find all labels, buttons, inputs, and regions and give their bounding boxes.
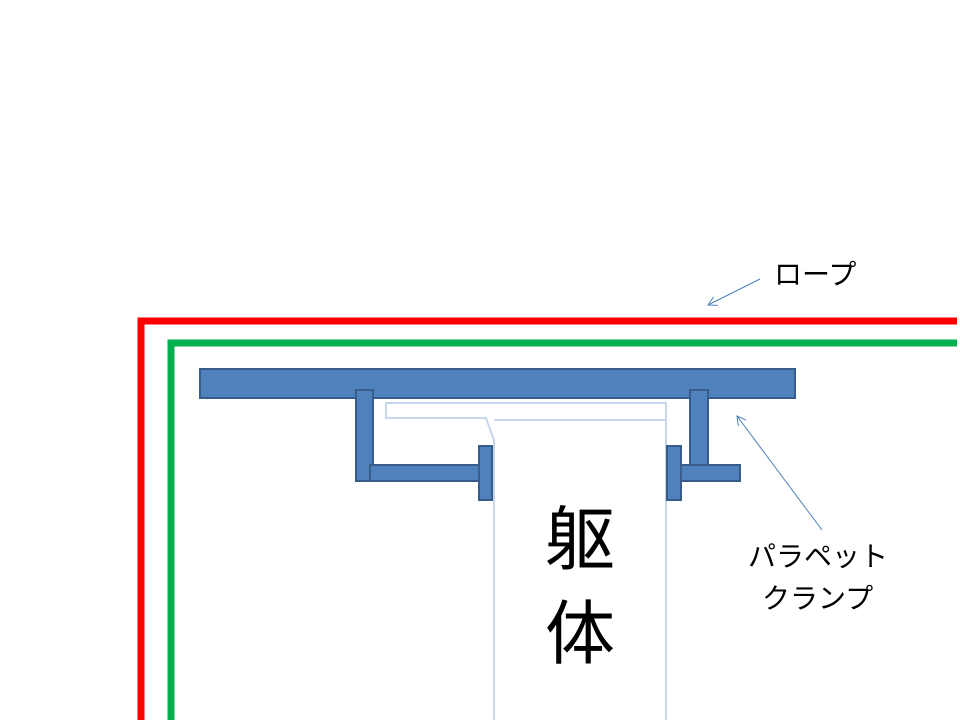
clamp-arrow [737,416,823,531]
clamp-right-arm [677,464,741,482]
clamp-right-leg [689,389,709,471]
structure-label-char2: 体 [545,593,615,675]
parapet-clamp [199,368,796,501]
rope-label: ロープ [774,258,857,291]
clamp-label-line1: パラペット [748,540,889,573]
clamp-left-arm [369,464,483,482]
clamp-label-line2: クランプ [762,582,874,615]
rope-green-line [167,339,957,720]
clamp-left-leg [355,389,374,482]
structure-label-char1: 躯 [545,499,615,581]
rope-red-line [137,317,957,720]
clamp-left-pad [478,445,493,501]
rope-arrow [708,278,761,305]
clamp-right-pad [666,445,682,501]
structure-outline [385,402,667,720]
